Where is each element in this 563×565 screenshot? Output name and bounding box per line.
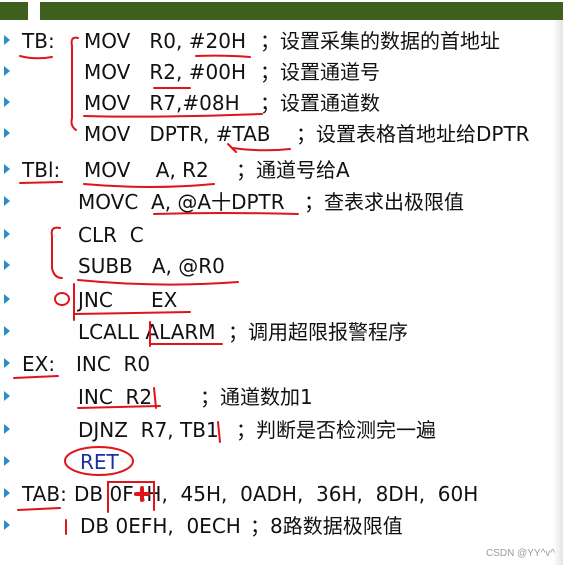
line-comment: ；设置采集的数据的首地址: [260, 29, 500, 53]
code-line: MOV DPTR, #TAB ；设置表格首地址给DPTR: [0, 118, 563, 150]
circle-mark: [54, 292, 70, 306]
line-code: INC R0: [76, 352, 151, 376]
bullet-icon: [4, 488, 10, 498]
line-comment: ；通道数加1: [200, 385, 313, 409]
line-label: TAB:: [22, 482, 67, 506]
line-label: TBl:: [22, 158, 61, 182]
bullet-icon: [4, 358, 10, 368]
bullet-icon: [4, 164, 10, 174]
underline-ex: [13, 375, 59, 379]
underline-mov-a-r2: [83, 183, 215, 188]
underline-tab-label: [17, 507, 61, 511]
watermark: CSDN @YY^v^: [486, 548, 555, 559]
line-code: INC R2: [78, 385, 153, 409]
underline-tbl: [19, 181, 63, 184]
line-label: TB:: [22, 29, 55, 53]
line-comment: ；设置通道数: [260, 91, 380, 115]
code-line: INC R2 ；通道数加1: [0, 381, 563, 413]
line-code: MOV R2, #00H: [84, 60, 246, 84]
line-comment: ；查表求出极限值: [304, 190, 464, 214]
line-comment: ；判断是否检测完一遍: [236, 418, 436, 442]
red-cross-icon: [134, 486, 150, 502]
bullet-icon: [4, 35, 10, 45]
code-line: TBl: MOV A, R2 ；通道号给A: [0, 154, 563, 186]
line-label: EX:: [22, 352, 56, 376]
code-line: MOV R2, #00H ；设置通道号: [0, 56, 563, 88]
underline-movc: [153, 212, 299, 215]
code-line: TAB: DB 0F .H, 45H, 0ADH, 36H, 8DH, 60H: [0, 478, 563, 510]
bracket-r2: [153, 387, 157, 409]
line-code: MOV DPTR, #TAB: [84, 122, 271, 146]
line-code: MOV R7,#08H: [84, 91, 240, 115]
bullet-icon: [4, 424, 10, 434]
line-code: MOVC A, @A十DPTR: [78, 190, 285, 214]
circle-ret: [64, 446, 134, 476]
bullet-icon: [4, 97, 10, 107]
bullet-icon: [4, 294, 10, 304]
bracket-clr: [50, 226, 63, 279]
line-code: JNC EX: [78, 288, 178, 312]
bullet-icon: [4, 326, 10, 336]
top-bar: [0, 0, 563, 20]
code-line: CLR C: [0, 219, 563, 251]
underline-tb: [19, 55, 53, 60]
line-code: CLR C: [78, 223, 144, 247]
line-comment: ；设置表格首地址给DPTR: [296, 122, 530, 146]
code-line: MOVC A, @A十DPTR ；查表求出极限值: [0, 186, 563, 218]
line-code: SUBB A, @R0: [78, 254, 225, 278]
code-line: TB: MOV R0, #20H ；设置采集的数据的首地址: [0, 25, 563, 57]
bullet-icon: [4, 456, 10, 466]
box-ofh: [107, 481, 155, 513]
code-line: MOV R7,#08H ；设置通道数: [0, 87, 563, 119]
bullet-icon: [4, 128, 10, 138]
line-comment: ；设置通道号: [260, 60, 380, 84]
right-edge-shadow: [553, 20, 563, 565]
code-line: EX: INC R0: [0, 348, 563, 380]
underline-mov-r7: [83, 113, 263, 118]
line-code: LCALL ALARM: [78, 320, 216, 344]
line-code: DJNZ R7, TB1: [78, 418, 219, 442]
top-bar-segment: [0, 2, 28, 20]
bullet-icon: [4, 66, 10, 76]
top-bar-segment: [40, 2, 563, 20]
underline-20h: [195, 54, 251, 58]
code-line: DJNZ R7, TB1 ；判断是否检测完一遍: [0, 414, 563, 446]
line-code: DB 0EFH, 0ECH: [80, 514, 241, 538]
code-line: DB 0EFH, 0ECH ；8路数据极限值: [0, 510, 563, 542]
bracket-tb1: [217, 421, 221, 443]
underline-inc-r2: [77, 405, 161, 409]
code-line: LCALL ALARM ；调用超限报警程序: [0, 316, 563, 348]
brace: [70, 36, 79, 131]
line-code: RET: [80, 450, 119, 474]
bullet-icon: [4, 391, 10, 401]
underline-subb: [77, 279, 239, 286]
line-code: MOV A, R2: [84, 158, 209, 182]
bullet-icon: [4, 196, 10, 206]
code-line: RET: [0, 446, 563, 478]
line-code: MOV R0, #20H: [84, 29, 246, 53]
bullet-icon: [4, 229, 10, 239]
tick-mark: [227, 143, 237, 153]
line-comment: ；调用超限报警程序: [228, 320, 408, 344]
line-code: DB 0F .H, 45H, 0ADH, 36H, 8DH, 60H: [74, 482, 479, 506]
underline-tab: [231, 147, 291, 152]
bullet-icon: [4, 260, 10, 270]
code-line: SUBB A, @R0: [0, 250, 563, 282]
code-line: JNC EX: [0, 284, 563, 316]
underline-jnc: [73, 311, 191, 315]
line-comment: ；8路数据极限值: [250, 514, 403, 538]
bullet-icon: [4, 520, 10, 530]
line-comment: ；通道号给A: [236, 158, 350, 182]
